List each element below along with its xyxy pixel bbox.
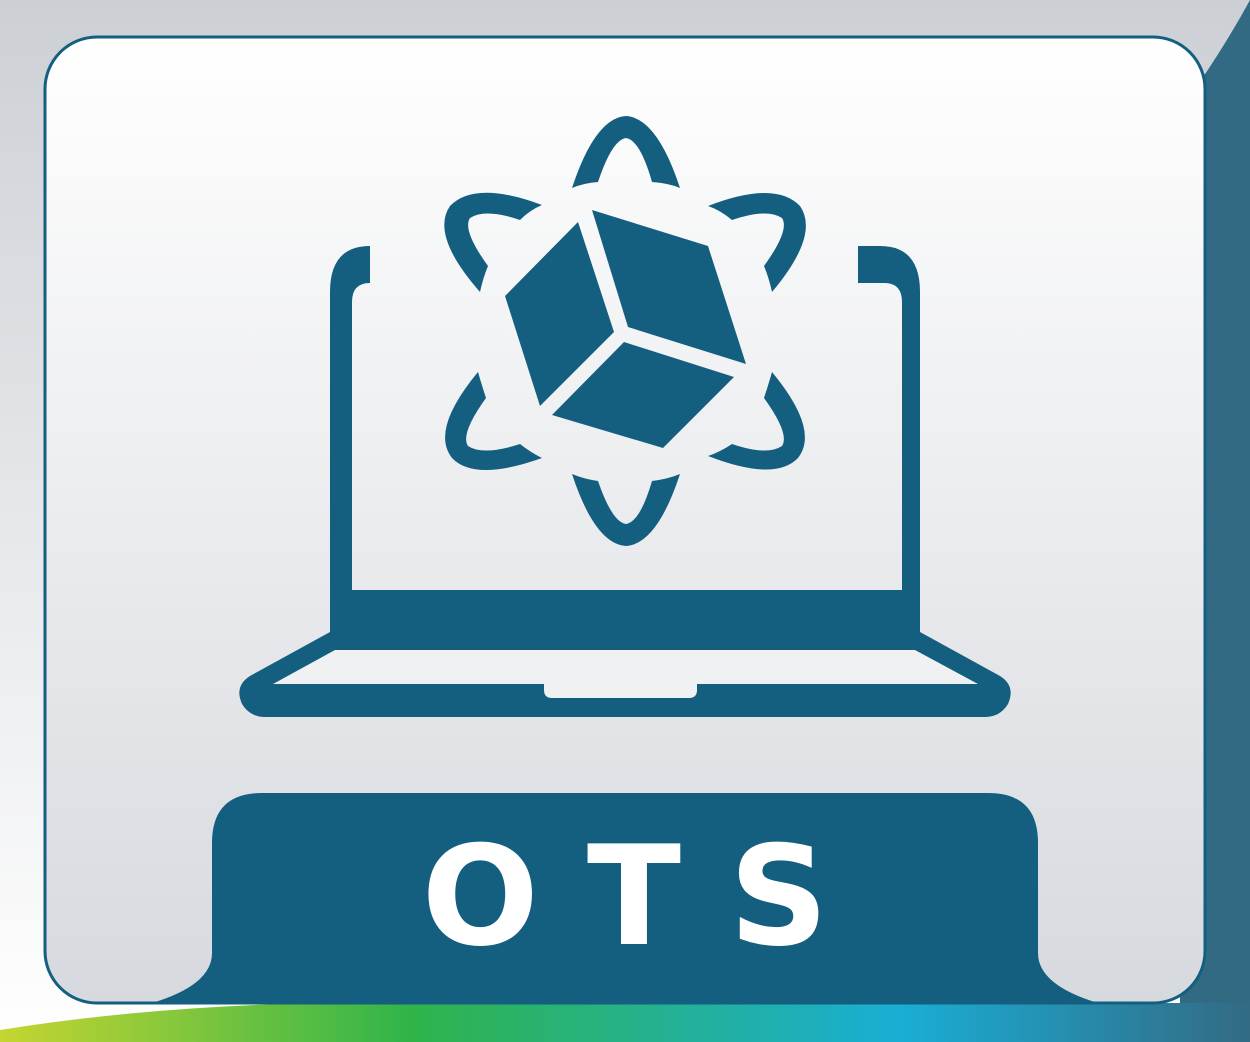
atom-cube-icon	[444, 116, 806, 546]
ots-label: OTS	[421, 816, 877, 977]
accent-stripe	[0, 1003, 1250, 1042]
label-tab	[152, 793, 1098, 1003]
laptop-icon	[239, 246, 1011, 717]
